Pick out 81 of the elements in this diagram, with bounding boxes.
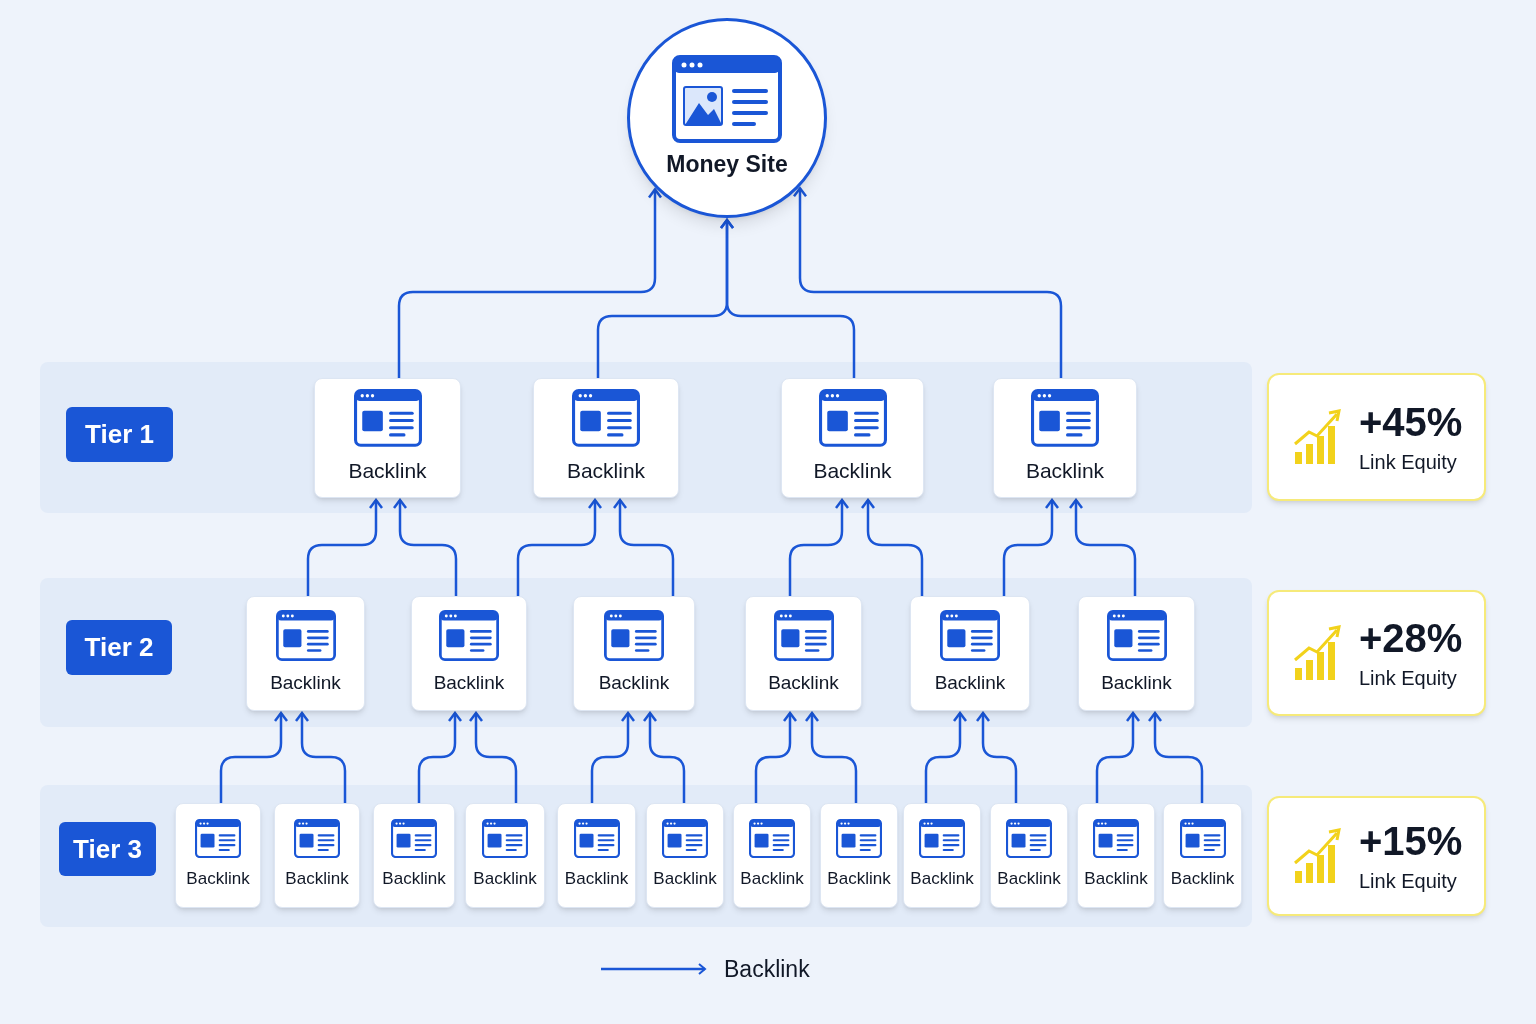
node-label: Backlink (934, 670, 1006, 695)
backlink-card (411, 596, 527, 711)
node-label: Backlink (813, 458, 892, 485)
node-label: Backlink (433, 670, 505, 695)
backlink-card (373, 803, 455, 908)
node-label: Backlink (1025, 458, 1105, 485)
percentage-value: +28% (1359, 615, 1463, 662)
node-label: Backlink (270, 670, 341, 695)
arrow (1147, 711, 1204, 803)
arrow (1095, 711, 1141, 803)
stat-card (1267, 590, 1486, 716)
backlink-card (314, 378, 461, 498)
arrow (392, 498, 458, 596)
backlink-card (1077, 803, 1155, 908)
backlink-card (573, 596, 695, 711)
stat-caption: Link Equity (1359, 869, 1458, 894)
backlink-card (557, 803, 636, 908)
backlink-card (781, 378, 924, 498)
node-label: Backlink (1084, 868, 1148, 891)
tier-label: Tier 3 (59, 822, 156, 876)
node-label: Backlink (910, 868, 974, 891)
node-label: Backlink (473, 868, 537, 891)
stat-caption: Link Equity (1359, 450, 1458, 475)
arrow (924, 711, 968, 803)
legend-label: Backlink (724, 955, 810, 984)
arrow (306, 498, 384, 596)
backlink-card (993, 378, 1137, 498)
arrow (860, 498, 924, 596)
arrow (516, 498, 603, 596)
arrow (294, 711, 347, 803)
backlink-card (910, 596, 1030, 711)
backlink-card (465, 803, 545, 908)
node-label: Backlink (566, 458, 646, 485)
node-label: Backlink (348, 458, 427, 485)
node-label: Backlink (382, 868, 446, 891)
arrow (719, 218, 856, 378)
arrow (642, 711, 686, 803)
arrow (754, 711, 798, 803)
node-label: Backlink (740, 868, 804, 891)
arrow (612, 498, 675, 596)
node-label: Money Site (666, 149, 788, 179)
node-label: Backlink (827, 868, 891, 891)
backlink-card (903, 803, 981, 908)
percentage-value: +15% (1359, 818, 1463, 865)
backlink-card (745, 596, 862, 711)
backlink-card (820, 803, 898, 908)
backlink-card (274, 803, 360, 908)
tier-label: Tier 2 (66, 620, 172, 675)
backlink-card (990, 803, 1068, 908)
arrow (219, 711, 289, 803)
arrow (468, 711, 518, 803)
arrow (804, 711, 858, 803)
arrow (417, 711, 463, 803)
arrow (1068, 498, 1137, 596)
node-label: Backlink (1170, 868, 1235, 891)
stat-card (1267, 373, 1486, 501)
arrow (397, 188, 663, 378)
backlink-card (646, 803, 724, 908)
arrow (975, 711, 1018, 803)
backlink-card (175, 803, 261, 908)
node-label: Backlink (186, 868, 250, 891)
backlink-card (733, 803, 811, 908)
node-label: Backlink (653, 868, 717, 891)
node-label: Backlink (768, 670, 839, 695)
arrow (590, 711, 636, 803)
node-label: Backlink (564, 868, 629, 891)
node-label: Backlink (598, 670, 670, 695)
node-label: Backlink (997, 868, 1061, 891)
backlink-card (246, 596, 365, 711)
tier-label: Tier 1 (66, 407, 173, 462)
arrow (792, 187, 1063, 378)
stat-caption: Link Equity (1359, 666, 1458, 691)
backlink-card (533, 378, 679, 498)
backlink-card (1078, 596, 1195, 711)
percentage-value: +45% (1359, 399, 1463, 446)
arrow (1002, 498, 1060, 596)
stat-card (1267, 796, 1486, 916)
node-label: Backlink (1101, 670, 1172, 695)
arrow (788, 498, 850, 596)
node-label: Backlink (285, 868, 349, 891)
backlink-card (1163, 803, 1242, 908)
